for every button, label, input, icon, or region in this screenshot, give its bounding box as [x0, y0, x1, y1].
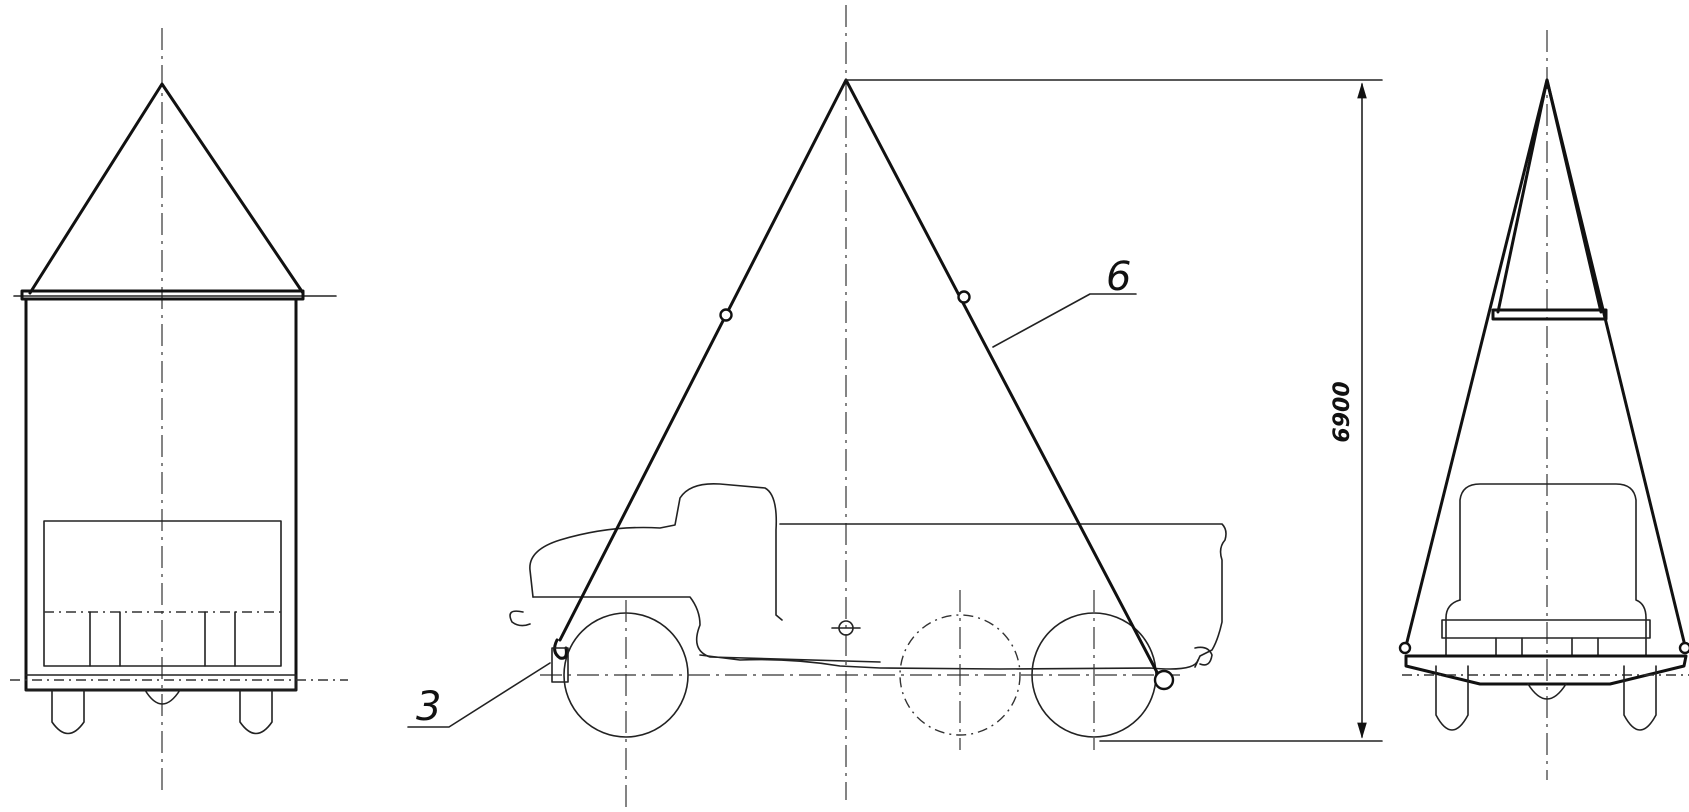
left-container-body: [24, 297, 298, 692]
left-view-front: [10, 28, 348, 790]
left-base-plate: [25, 674, 297, 691]
right-lug-left: [1398, 641, 1412, 655]
right-spreader-bar: [1491, 308, 1608, 321]
truck-hood-line: [532, 596, 881, 663]
front-lifting-hook: [553, 638, 568, 660]
rear-lifting-eye: [1153, 669, 1175, 691]
left-cargo-block: [43, 520, 282, 667]
right-lug-right: [1678, 641, 1689, 655]
callout-6: 6: [1106, 254, 1131, 300]
left-wheel-right: [239, 689, 273, 735]
right-wheel-center: [1527, 683, 1567, 700]
right-cab-outline: [1459, 483, 1647, 656]
height-dimension: [845, 79, 1383, 742]
truck-middle-wheel: [899, 614, 1021, 736]
right-bumper: [1441, 619, 1651, 639]
right-inner-sling: [1496, 78, 1603, 314]
right-outer-sling: [1403, 78, 1688, 652]
front-lifting-lug: [551, 647, 569, 683]
truck-rear-hook: [1194, 646, 1213, 666]
truck-cargo-bed: [779, 523, 1227, 668]
left-wheel-left: [51, 689, 85, 735]
dimension-label-6900: 6900: [1330, 381, 1355, 442]
leader-line-6: [992, 293, 1137, 348]
middle-sling-triangle: [558, 78, 1162, 680]
right-chassis-base: [1404, 654, 1688, 686]
callout-3: 3: [416, 684, 441, 730]
truck-front-bumper: [509, 610, 531, 627]
truck-cab-outline: [529, 482, 783, 621]
right-view-rear: [1398, 30, 1689, 780]
right-cab-side: [1445, 599, 1461, 656]
right-wheel-left: [1435, 665, 1469, 731]
leader-line-3: [407, 662, 551, 728]
sling-joint-left: [719, 308, 733, 322]
left-sling-triangle: [28, 82, 305, 295]
truck-chassis-line: [699, 654, 1199, 670]
right-wheel-right: [1623, 665, 1657, 731]
left-wheel-center: [144, 689, 181, 705]
middle-view-side: [407, 5, 1227, 812]
sling-joint-right: [957, 290, 971, 304]
